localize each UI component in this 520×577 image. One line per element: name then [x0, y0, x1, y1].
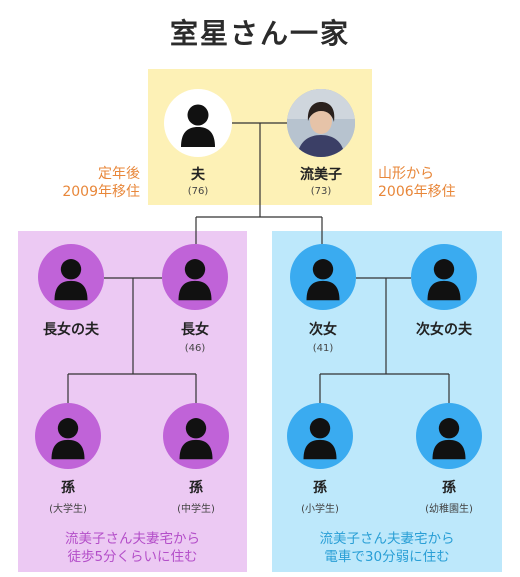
right-grandchild1-age: (小学生): [301, 504, 339, 515]
second-daughter-avatar: [290, 244, 356, 310]
left-footnote-line-2: 徒歩5分くらいに住む: [67, 549, 198, 565]
right-footnote-line-1: 流美子さん夫妻宅から: [319, 531, 455, 547]
husband-avatar: [164, 89, 232, 157]
husband-name: 夫: [191, 167, 205, 183]
person-silhouette-icon: [181, 104, 215, 147]
person-silhouette-icon: [178, 259, 212, 301]
second-daughter-age: (41): [312, 343, 334, 354]
husband-note-line-2: 2009年移住: [62, 184, 140, 200]
wife-name: 流美子: [300, 167, 342, 183]
right-footnote-line-2: 電車で30分弱に住む: [324, 549, 450, 565]
left-grandchild1-avatar: [35, 403, 101, 469]
right-grandchild2-age: (幼稚園生): [425, 504, 473, 515]
left-footnote-line-1: 流美子さん夫妻宅から: [65, 531, 200, 547]
woman-portrait-icon: [287, 89, 355, 157]
person-silhouette-icon: [427, 259, 461, 301]
person-silhouette-icon: [432, 418, 466, 460]
left-grandchild1-age: (大学生): [49, 504, 87, 515]
right-grandchild2-avatar: [416, 403, 482, 469]
person-silhouette-icon: [303, 418, 337, 460]
wife-note-line-2: 2006年移住: [378, 184, 456, 200]
eldest-daughter-location-note: 流美子さん夫妻宅から 徒歩5分くらいに住む: [18, 530, 247, 566]
wife-move-note: 山形から 2006年移住: [378, 165, 498, 201]
person-silhouette-icon: [51, 418, 85, 460]
right-grandchild1-name: 孫: [313, 480, 327, 496]
left-grandchild2-name: 孫: [189, 480, 203, 496]
eldest-daughter-age: (46): [184, 343, 206, 354]
eldest-daughter-husband-name: 長女の夫: [43, 322, 99, 338]
left-grandchild1-name: 孫: [61, 480, 75, 496]
page-title: 室星さん一家: [169, 17, 350, 50]
eldest-daughter-name: 長女: [181, 322, 209, 338]
husband-note-line-1: 定年後: [98, 166, 140, 182]
right-grandchild2-name: 孫: [442, 480, 456, 496]
left-grandchild2-avatar: [163, 403, 229, 469]
wife-note-line-1: 山形から: [378, 166, 434, 182]
right-grandchild1-avatar: [287, 403, 353, 469]
wife-photo: [287, 89, 355, 157]
eldest-daughter-husband-avatar: [38, 244, 104, 310]
second-daughter-name: 次女: [309, 322, 337, 338]
husband-move-note: 定年後 2009年移住: [30, 165, 140, 201]
left-grandchild2-age: (中学生): [177, 504, 215, 515]
wife-age: (73): [310, 186, 332, 197]
second-daughter-husband-name: 次女の夫: [416, 322, 472, 338]
second-daughter-location-note: 流美子さん夫妻宅から 電車で30分弱に住む: [272, 530, 502, 566]
second-daughter-husband-avatar: [411, 244, 477, 310]
person-silhouette-icon: [179, 418, 213, 460]
person-silhouette-icon: [306, 259, 340, 301]
husband-age: (76): [187, 186, 209, 197]
person-silhouette-icon: [54, 259, 88, 301]
eldest-daughter-avatar: [162, 244, 228, 310]
